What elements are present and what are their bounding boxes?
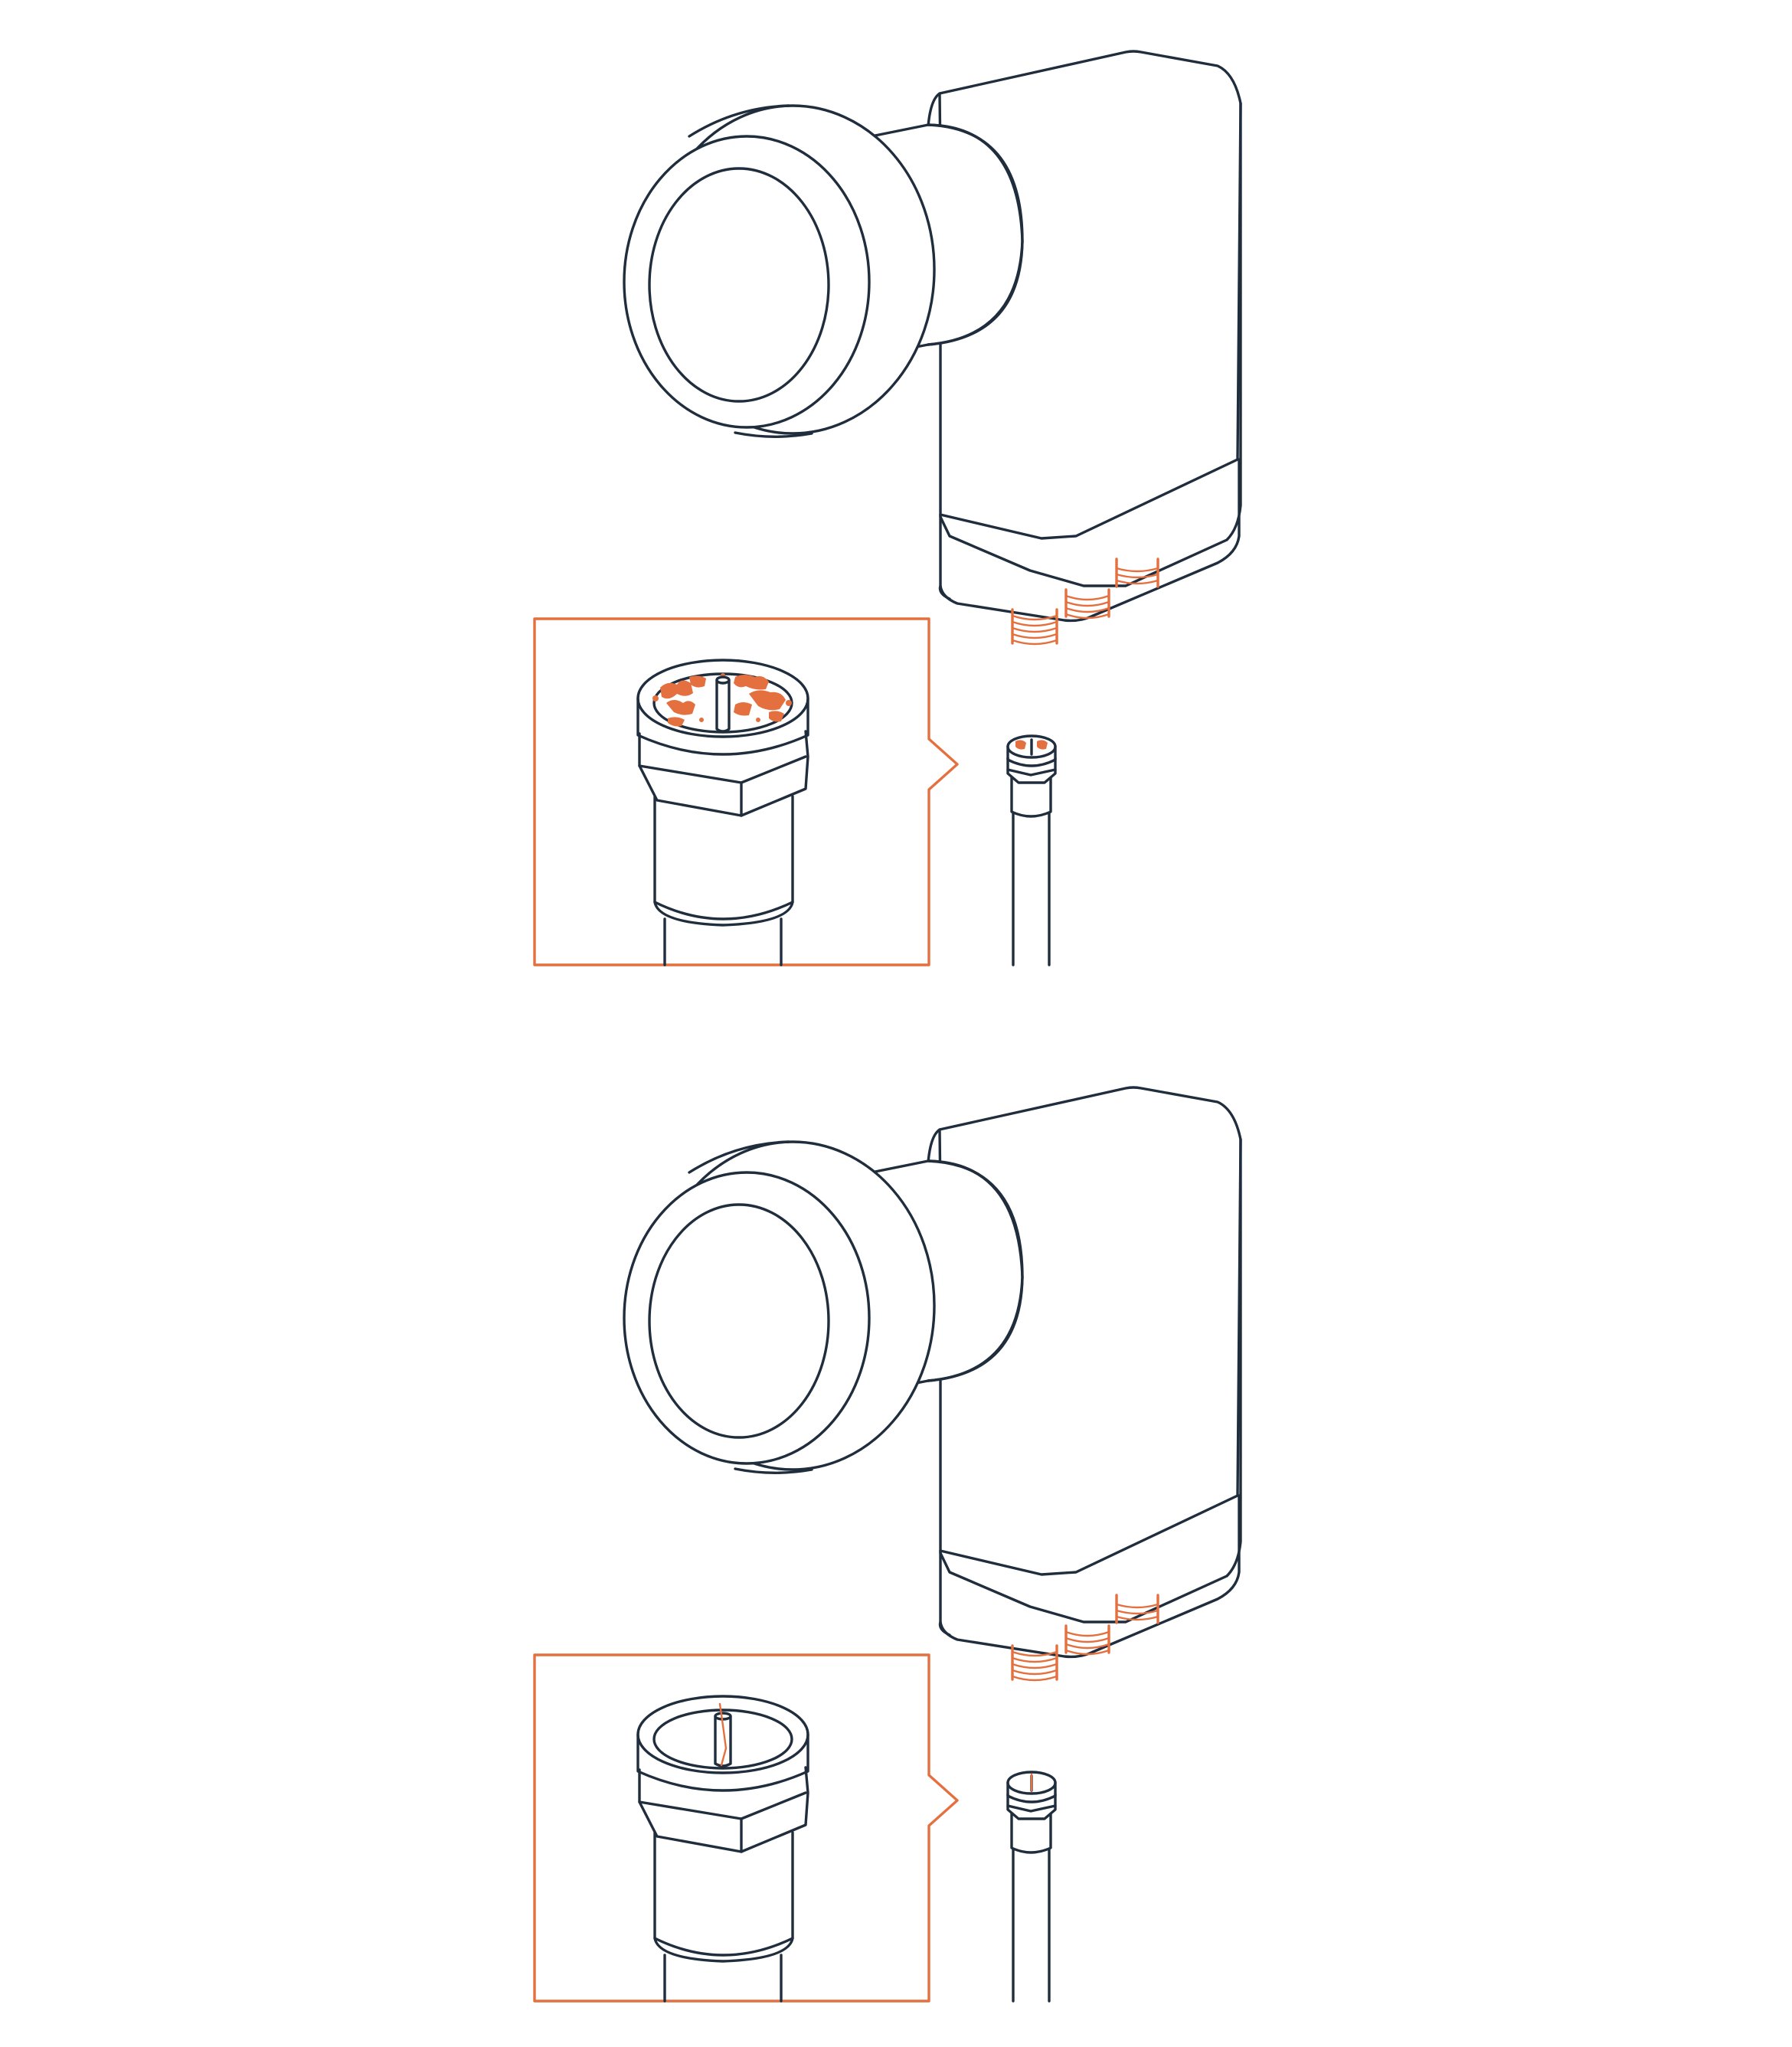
- f-connector-icon: [636, 1695, 809, 2003]
- coax-cable-icon: [1006, 734, 1057, 966]
- lnb-icon: [623, 50, 1242, 646]
- panel-dirty: [533, 50, 1242, 966]
- panel-clean: [533, 1086, 1242, 2003]
- dirt-icon: [652, 673, 792, 727]
- coax-cable-icon: [1006, 1771, 1057, 2003]
- f-connector-icon: [636, 659, 809, 966]
- lnb-icon: [623, 1086, 1242, 1682]
